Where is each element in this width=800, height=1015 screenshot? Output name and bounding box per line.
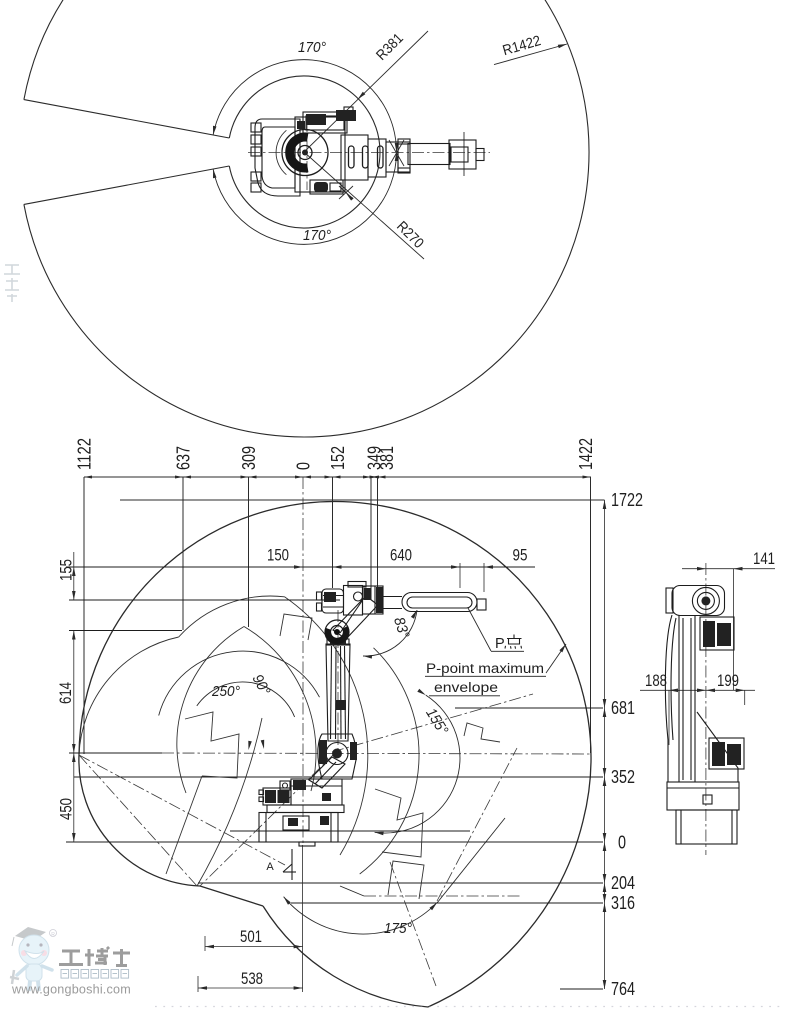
svg-text:P-point maximum: P-point maximum	[426, 661, 544, 677]
svg-text:681: 681	[611, 698, 635, 718]
svg-text:R: R	[51, 932, 55, 938]
svg-text:1422: 1422	[576, 438, 596, 470]
svg-text:150: 150	[267, 547, 289, 565]
svg-text:170°: 170°	[298, 39, 326, 56]
svg-text:637: 637	[173, 446, 193, 470]
svg-text:501: 501	[240, 928, 262, 946]
svg-text:175°: 175°	[384, 920, 412, 937]
svg-text:95: 95	[513, 547, 528, 565]
svg-text:349: 349	[364, 446, 384, 470]
svg-text:83°: 83°	[390, 615, 412, 640]
svg-text:www.gongboshi.com: www.gongboshi.com	[11, 983, 131, 997]
svg-text:538: 538	[241, 970, 263, 988]
svg-text:170°: 170°	[303, 227, 331, 244]
svg-text:309: 309	[239, 446, 259, 470]
svg-text:199: 199	[717, 672, 739, 690]
svg-text:764: 764	[611, 979, 635, 999]
svg-text:141: 141	[753, 550, 775, 568]
svg-text:P: P	[495, 636, 505, 652]
svg-text:188: 188	[645, 672, 667, 690]
svg-text:450: 450	[58, 798, 76, 820]
svg-text:614: 614	[57, 682, 75, 704]
svg-text:316: 316	[611, 893, 635, 913]
svg-text:204: 204	[611, 873, 635, 893]
svg-text:A: A	[266, 861, 274, 873]
svg-text:0: 0	[293, 462, 313, 470]
svg-text:381: 381	[377, 446, 397, 470]
svg-text:152: 152	[328, 446, 348, 470]
svg-text:1722: 1722	[611, 490, 643, 510]
svg-text:352: 352	[611, 767, 635, 787]
svg-text:0: 0	[618, 833, 626, 853]
svg-text:envelope: envelope	[434, 680, 498, 696]
svg-text:155: 155	[58, 559, 76, 581]
svg-text:640: 640	[390, 547, 412, 565]
svg-text:250°: 250°	[211, 683, 240, 700]
svg-text:1122: 1122	[74, 438, 94, 470]
